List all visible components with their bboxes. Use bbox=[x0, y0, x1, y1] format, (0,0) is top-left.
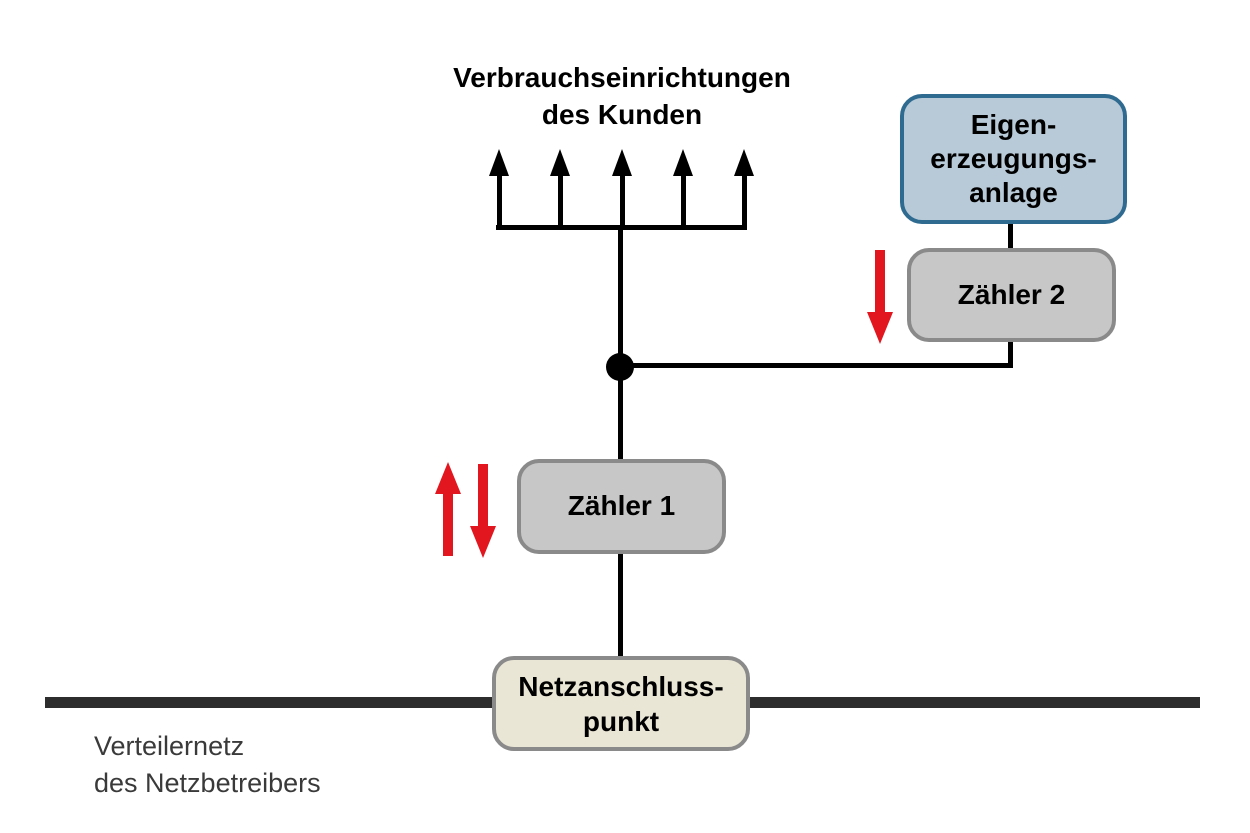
line-generation-to-meter2 bbox=[1008, 221, 1013, 251]
red-down-arrow-icon bbox=[867, 250, 893, 344]
line-meter1-to-grid-connection bbox=[618, 553, 623, 659]
box-generation-plant: Eigen- erzeugungs- anlage bbox=[900, 94, 1127, 224]
box-grid-connection-point: Netzanschluss- punkt bbox=[492, 656, 750, 751]
box-meter2: Zähler 2 bbox=[907, 248, 1116, 342]
black-up-arrow-icon bbox=[734, 149, 754, 230]
black-up-arrow-icon bbox=[673, 149, 693, 230]
diagram-title: Verbrauchseinrichtungen des Kunden bbox=[453, 62, 791, 130]
box-meter1: Zähler 1 bbox=[517, 459, 726, 554]
red-down-arrow-icon bbox=[470, 464, 496, 558]
line-junction-to-meter2-branch bbox=[621, 363, 1013, 368]
black-up-arrow-icon bbox=[612, 149, 632, 230]
black-up-arrow-icon bbox=[550, 149, 570, 230]
line-branch-to-meter2 bbox=[1008, 340, 1013, 366]
distribution-grid-label: Verteilernetz des Netzbetreibers bbox=[94, 731, 321, 799]
line-consumers-to-meter1 bbox=[618, 228, 623, 459]
black-up-arrow-icon bbox=[489, 149, 509, 230]
red-up-arrow-icon bbox=[435, 462, 461, 556]
junction-dot bbox=[606, 353, 634, 381]
